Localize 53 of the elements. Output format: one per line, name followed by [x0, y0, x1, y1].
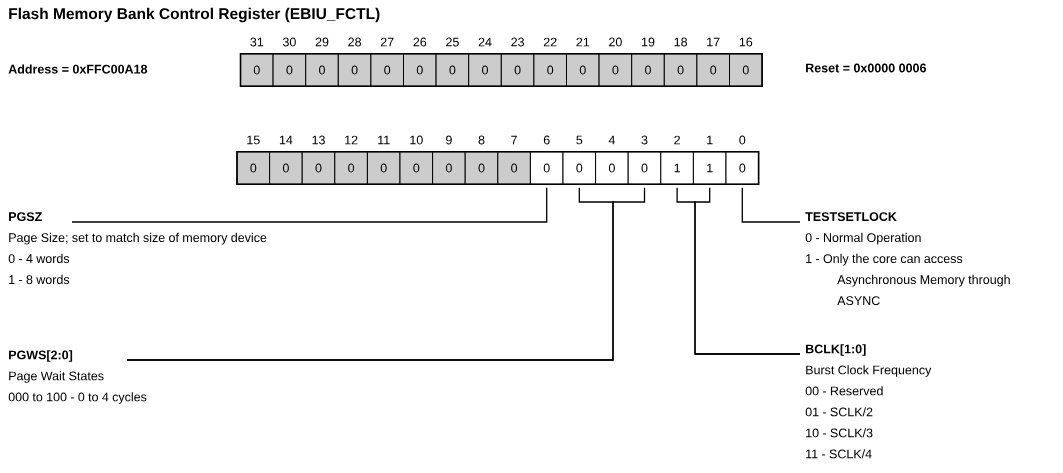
field-description: 11 - SCLK/4 — [806, 449, 872, 459]
bit-number: 20 — [609, 37, 622, 47]
field-description: 1 - 8 words — [9, 274, 70, 285]
bit-number: 25 — [446, 37, 459, 47]
bit-number: 15 — [247, 135, 260, 145]
bit-number: 24 — [478, 37, 492, 47]
bit-number: 11 — [378, 135, 390, 145]
field-description: Page Wait States — [9, 371, 104, 383]
bit-number: 26 — [413, 37, 427, 47]
field-description: 01 - SCLK/2 — [805, 407, 873, 417]
bit-number: 23 — [511, 37, 524, 47]
bit-number: 19 — [642, 37, 655, 47]
bit-number: 3 — [641, 135, 648, 145]
bit-number: 13 — [312, 135, 325, 145]
bit-number: 4 — [608, 135, 615, 145]
bit-number: 6 — [543, 135, 550, 145]
register-label: Reset = 0x0000 0006 — [806, 63, 926, 73]
field-description: Burst Clock Frequency — [806, 365, 932, 377]
bit-number: 22 — [543, 37, 557, 47]
bit-number: 9 — [446, 135, 452, 145]
bit-number: 28 — [348, 37, 361, 47]
leader-line — [71, 187, 548, 223]
title: Flash Memory Bank Control Register (EBIU_FCTL) — [9, 7, 380, 23]
bit-number: 27 — [380, 37, 394, 47]
bit-number: 16 — [739, 37, 753, 47]
register-label: Address = 0xFFC00A18 — [8, 64, 148, 74]
bit-number: 31 — [250, 37, 264, 47]
field-description: 000 to 100 - 0 to 4 cycles — [8, 392, 147, 404]
field-description: 10 - SCLK/3 — [806, 428, 873, 438]
field-description: 1 - Only the core can access Asynchronous Memory through ASYNC — [806, 253, 1010, 306]
field-name: PGSZ — [9, 212, 42, 222]
field-name: PGWS[2:0] — [9, 350, 73, 362]
bit-number: 1 — [707, 135, 713, 145]
bit-number: 17 — [707, 37, 720, 47]
bit-number: 2 — [674, 135, 680, 145]
field-description: 0 - Normal Operation — [805, 232, 921, 245]
bit-number: 7 — [511, 135, 517, 145]
field-description: 0 - 4 words — [8, 253, 70, 264]
bit-number: 12 — [345, 135, 358, 145]
bit-number: 10 — [410, 135, 423, 145]
leader-line — [741, 187, 801, 223]
bit-number: 18 — [674, 37, 687, 47]
bit-number: 5 — [576, 135, 583, 145]
bit-number: 14 — [279, 135, 293, 145]
bit-number: 29 — [315, 37, 329, 47]
bit-number: 8 — [478, 135, 485, 145]
field-name: TESTSETLOCK — [805, 212, 897, 222]
bit-number: 0 — [739, 135, 746, 145]
field-description: 00 - Reserved — [805, 386, 883, 396]
field-name: BCLK[1:0] — [806, 344, 866, 356]
bit-number: 30 — [282, 37, 296, 47]
field-description: Page Size; set to match size of memory device — [9, 232, 267, 245]
bit-number: 21 — [576, 37, 590, 47]
